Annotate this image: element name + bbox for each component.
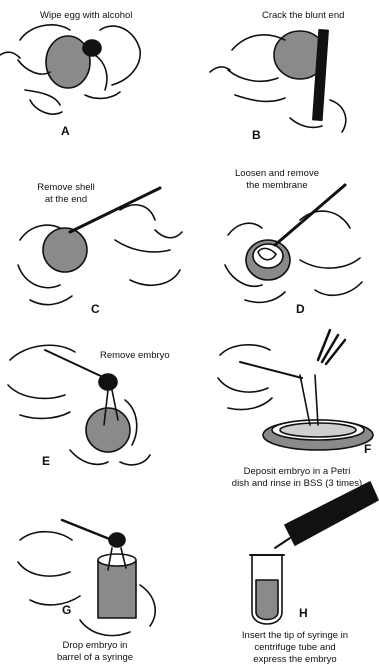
forceps: [240, 362, 302, 378]
panel-d-caption-line1: Loosen and remove: [222, 168, 332, 179]
forceps: [275, 185, 345, 245]
panel-f-label: F: [364, 442, 371, 456]
panel-h-caption-line3: express the embryo: [215, 654, 375, 665]
panel-g-label: G: [62, 603, 71, 617]
panel-d-label: D: [296, 302, 305, 316]
panel-c-label: C: [91, 302, 100, 316]
panel-b-label: B: [252, 128, 261, 142]
forceps: [45, 350, 105, 378]
panel-a-caption: Wipe egg with alcohol: [40, 10, 132, 21]
panel-d-illustration: [225, 185, 362, 302]
panel-f-illustration: [218, 330, 373, 450]
panel-h-label: H: [299, 606, 308, 620]
panel-f-caption-line2: dish and rinse in BSS (3 times): [218, 478, 376, 489]
panel-h-caption-line1: Insert the tip of syringe in: [215, 630, 375, 641]
syringe-body: [285, 482, 378, 545]
panel-g-caption-line1: Drop embryo in: [40, 640, 150, 651]
syringe-barrel: [98, 560, 136, 618]
panel-g-illustration: [18, 520, 155, 636]
panel-c-illustration: [18, 188, 182, 305]
egg-shape: [86, 408, 130, 452]
panel-e-caption: Remove embryo: [100, 350, 170, 361]
cotton-swab-tip: [83, 40, 101, 56]
panel-a-illustration: [0, 25, 140, 114]
panel-a-label: A: [61, 124, 70, 138]
panel-f-caption-line1: Deposit embryo in a Petri: [218, 466, 376, 477]
panel-g-caption-line2: barrel of a syringe: [40, 652, 150, 663]
panel-b-illustration: [210, 30, 346, 132]
panel-c-caption-line1: Remove shell: [26, 182, 106, 193]
panel-d-caption-line2: the membrane: [222, 180, 332, 191]
panel-h-caption-line2: centrifuge tube and: [215, 642, 375, 653]
panel-e-label: E: [42, 454, 50, 468]
egg-shape: [43, 228, 87, 272]
panel-e-illustration: [8, 345, 150, 465]
panel-h-illustration: [250, 482, 378, 624]
panel-c-caption-line2: at the end: [26, 194, 106, 205]
forceps: [62, 520, 112, 540]
panel-b-caption: Crack the blunt end: [262, 10, 344, 21]
